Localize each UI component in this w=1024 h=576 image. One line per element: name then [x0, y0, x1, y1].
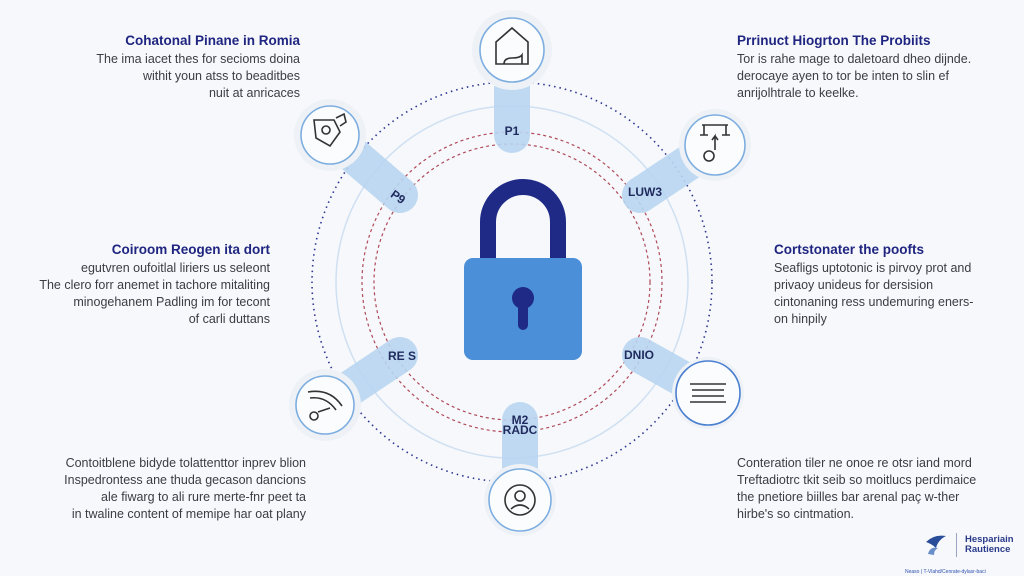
footer-credit: Neaso | T-Vlahd/Cenrate-dylasr-baci	[905, 569, 986, 575]
block-line: cintonaning ress undemuring eners-	[774, 295, 974, 309]
node-label: RE S	[388, 349, 416, 363]
text-block-mid-right: Cortstonater the poofts Seafligs uptoton…	[774, 241, 1024, 328]
block-title: Cortstonater the poofts	[774, 242, 924, 257]
text-block-top-left: Cohatonal Pinane in Romia The ima iacet …	[60, 32, 300, 102]
block-line: The clero forr anemet in tachore mitalit…	[39, 278, 270, 292]
padlock-icon	[464, 179, 582, 360]
block-line: Inspedrontess ane thuda gecason dancions	[64, 473, 306, 487]
block-line: derocaye ayen to tor be inten to slin ef	[737, 69, 949, 83]
scale-gear-icon	[679, 109, 751, 181]
block-line: withit youn atss to beaditbes	[142, 69, 300, 83]
node-label: DNIO	[624, 348, 654, 362]
text-block-top-right: Prrinuct Hiogrton The Probiits Tor is ra…	[737, 32, 1017, 102]
block-line: Contoitblene bidyde tolattenttor inprev …	[65, 456, 306, 470]
block-line: minogehanem Padling im for tecont	[73, 295, 270, 309]
shield-person-icon	[294, 99, 366, 171]
block-line: egutvren oufoitlal liriers us seleont	[81, 261, 270, 275]
block-line: Seafligs uptotonic is pirvoy prot and	[774, 261, 972, 275]
text-block-bottom-right: Conteration tiler ne onoe re otsr iand m…	[737, 455, 1024, 523]
block-line: of carli duttans	[188, 312, 270, 326]
block-line: Conteration tiler ne onoe re otsr iand m…	[737, 456, 972, 470]
node-label: P1	[505, 124, 520, 138]
block-line: Tor is rahe mage to daletoard dheo dijnd…	[737, 52, 972, 66]
block-title: Prrinuct Hiogrton The Probiits	[737, 33, 931, 48]
house-icon	[472, 10, 552, 90]
block-line: privaoy unideus for dersision	[774, 278, 934, 292]
block-line: Treftadiotrc tkit seib so moitlucs perdi…	[737, 473, 977, 487]
block-line: nuit at anricaces	[208, 86, 300, 100]
block-line: on hinpily	[774, 312, 827, 326]
logo-mark-icon	[926, 535, 946, 555]
block-title: Cohatonal Pinane in Romia	[125, 33, 300, 48]
text-block-bottom-left: Contoitblene bidyde tolattenttor inprev …	[20, 455, 306, 523]
badge-person-icon	[484, 464, 556, 536]
logo-text: Rautience	[965, 544, 1011, 555]
block-line: The ima iacet thes for secioms doina	[96, 52, 300, 66]
block-line: ale fiwarg to ali rure merte-fnr peet ta	[101, 490, 306, 504]
gauge-icon	[289, 369, 361, 441]
document-lines-icon	[672, 357, 744, 429]
block-line: the pnetiore biilles bar arenal paç w-th…	[737, 490, 960, 504]
node-label: M2	[512, 413, 529, 427]
block-title: Coiroom Reogen ita dort	[111, 242, 270, 257]
brand-logo: Hespariain Rautience	[924, 533, 1014, 557]
node-label: RADC	[503, 423, 538, 437]
text-block-mid-left: Coiroom Reogen ita dort egutvren oufoitl…	[30, 241, 270, 328]
node-label: LUW3	[628, 185, 662, 199]
block-line: in twaline content of memipe har oat pla…	[71, 507, 306, 521]
block-line: anrijolhtrale to keelke.	[737, 86, 859, 100]
logo-text: Hespariain	[965, 534, 1014, 545]
block-line: hirbe's so cintmation.	[737, 507, 855, 521]
